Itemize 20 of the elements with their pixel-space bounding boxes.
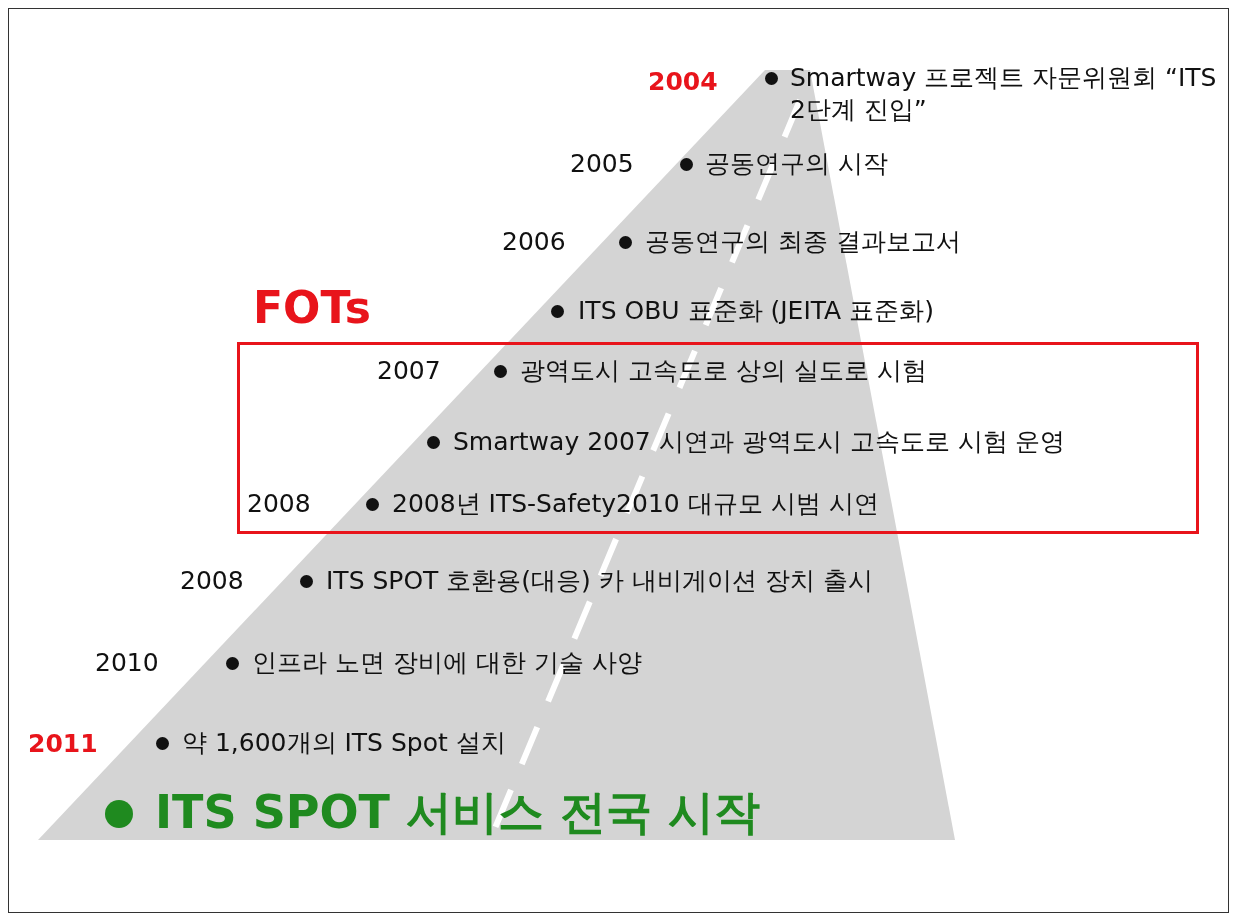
milestone-text: ITS OBU 표준화 (JEITA 표준화) bbox=[578, 295, 934, 327]
year-label: 2006 bbox=[502, 226, 566, 258]
year-label: 2010 bbox=[95, 647, 159, 679]
milestone-text: 광역도시 고속도로 상의 실도로 시험 bbox=[520, 355, 927, 387]
year-label: 2007 bbox=[377, 355, 441, 387]
milestone-text: 인프라 노면 장비에 대한 기술 사양 bbox=[252, 647, 642, 679]
milestone-text: Smartway 2007 시연과 광역도시 고속도로 시험 운영 bbox=[453, 426, 1066, 458]
milestone-text: 약 1,600개의 ITS Spot 설치 bbox=[182, 727, 506, 759]
year-label: 2005 bbox=[570, 148, 634, 180]
milestone-text: Smartway 프로젝트 자문위원회 “ITS 2단계 진입” bbox=[790, 62, 1218, 126]
year-label: 2008 bbox=[180, 565, 244, 597]
milestone-heading: ITS SPOT 서비스 전국 시작 bbox=[155, 784, 760, 841]
milestone-text: 2008년 ITS-Safety2010 대규모 시범 시연 bbox=[392, 488, 879, 520]
milestone-text: ITS SPOT 호환용(대응) 카 내비게이션 장치 출시 bbox=[326, 565, 873, 597]
milestone-text: 공동연구의 시작 bbox=[705, 148, 888, 180]
year-label: 2011 bbox=[28, 728, 98, 760]
year-label: 2004 bbox=[648, 66, 718, 98]
milestone-text: 공동연구의 최종 결과보고서 bbox=[645, 226, 961, 258]
group-heading: FOTs bbox=[253, 281, 371, 335]
year-label: 2008 bbox=[247, 488, 311, 520]
